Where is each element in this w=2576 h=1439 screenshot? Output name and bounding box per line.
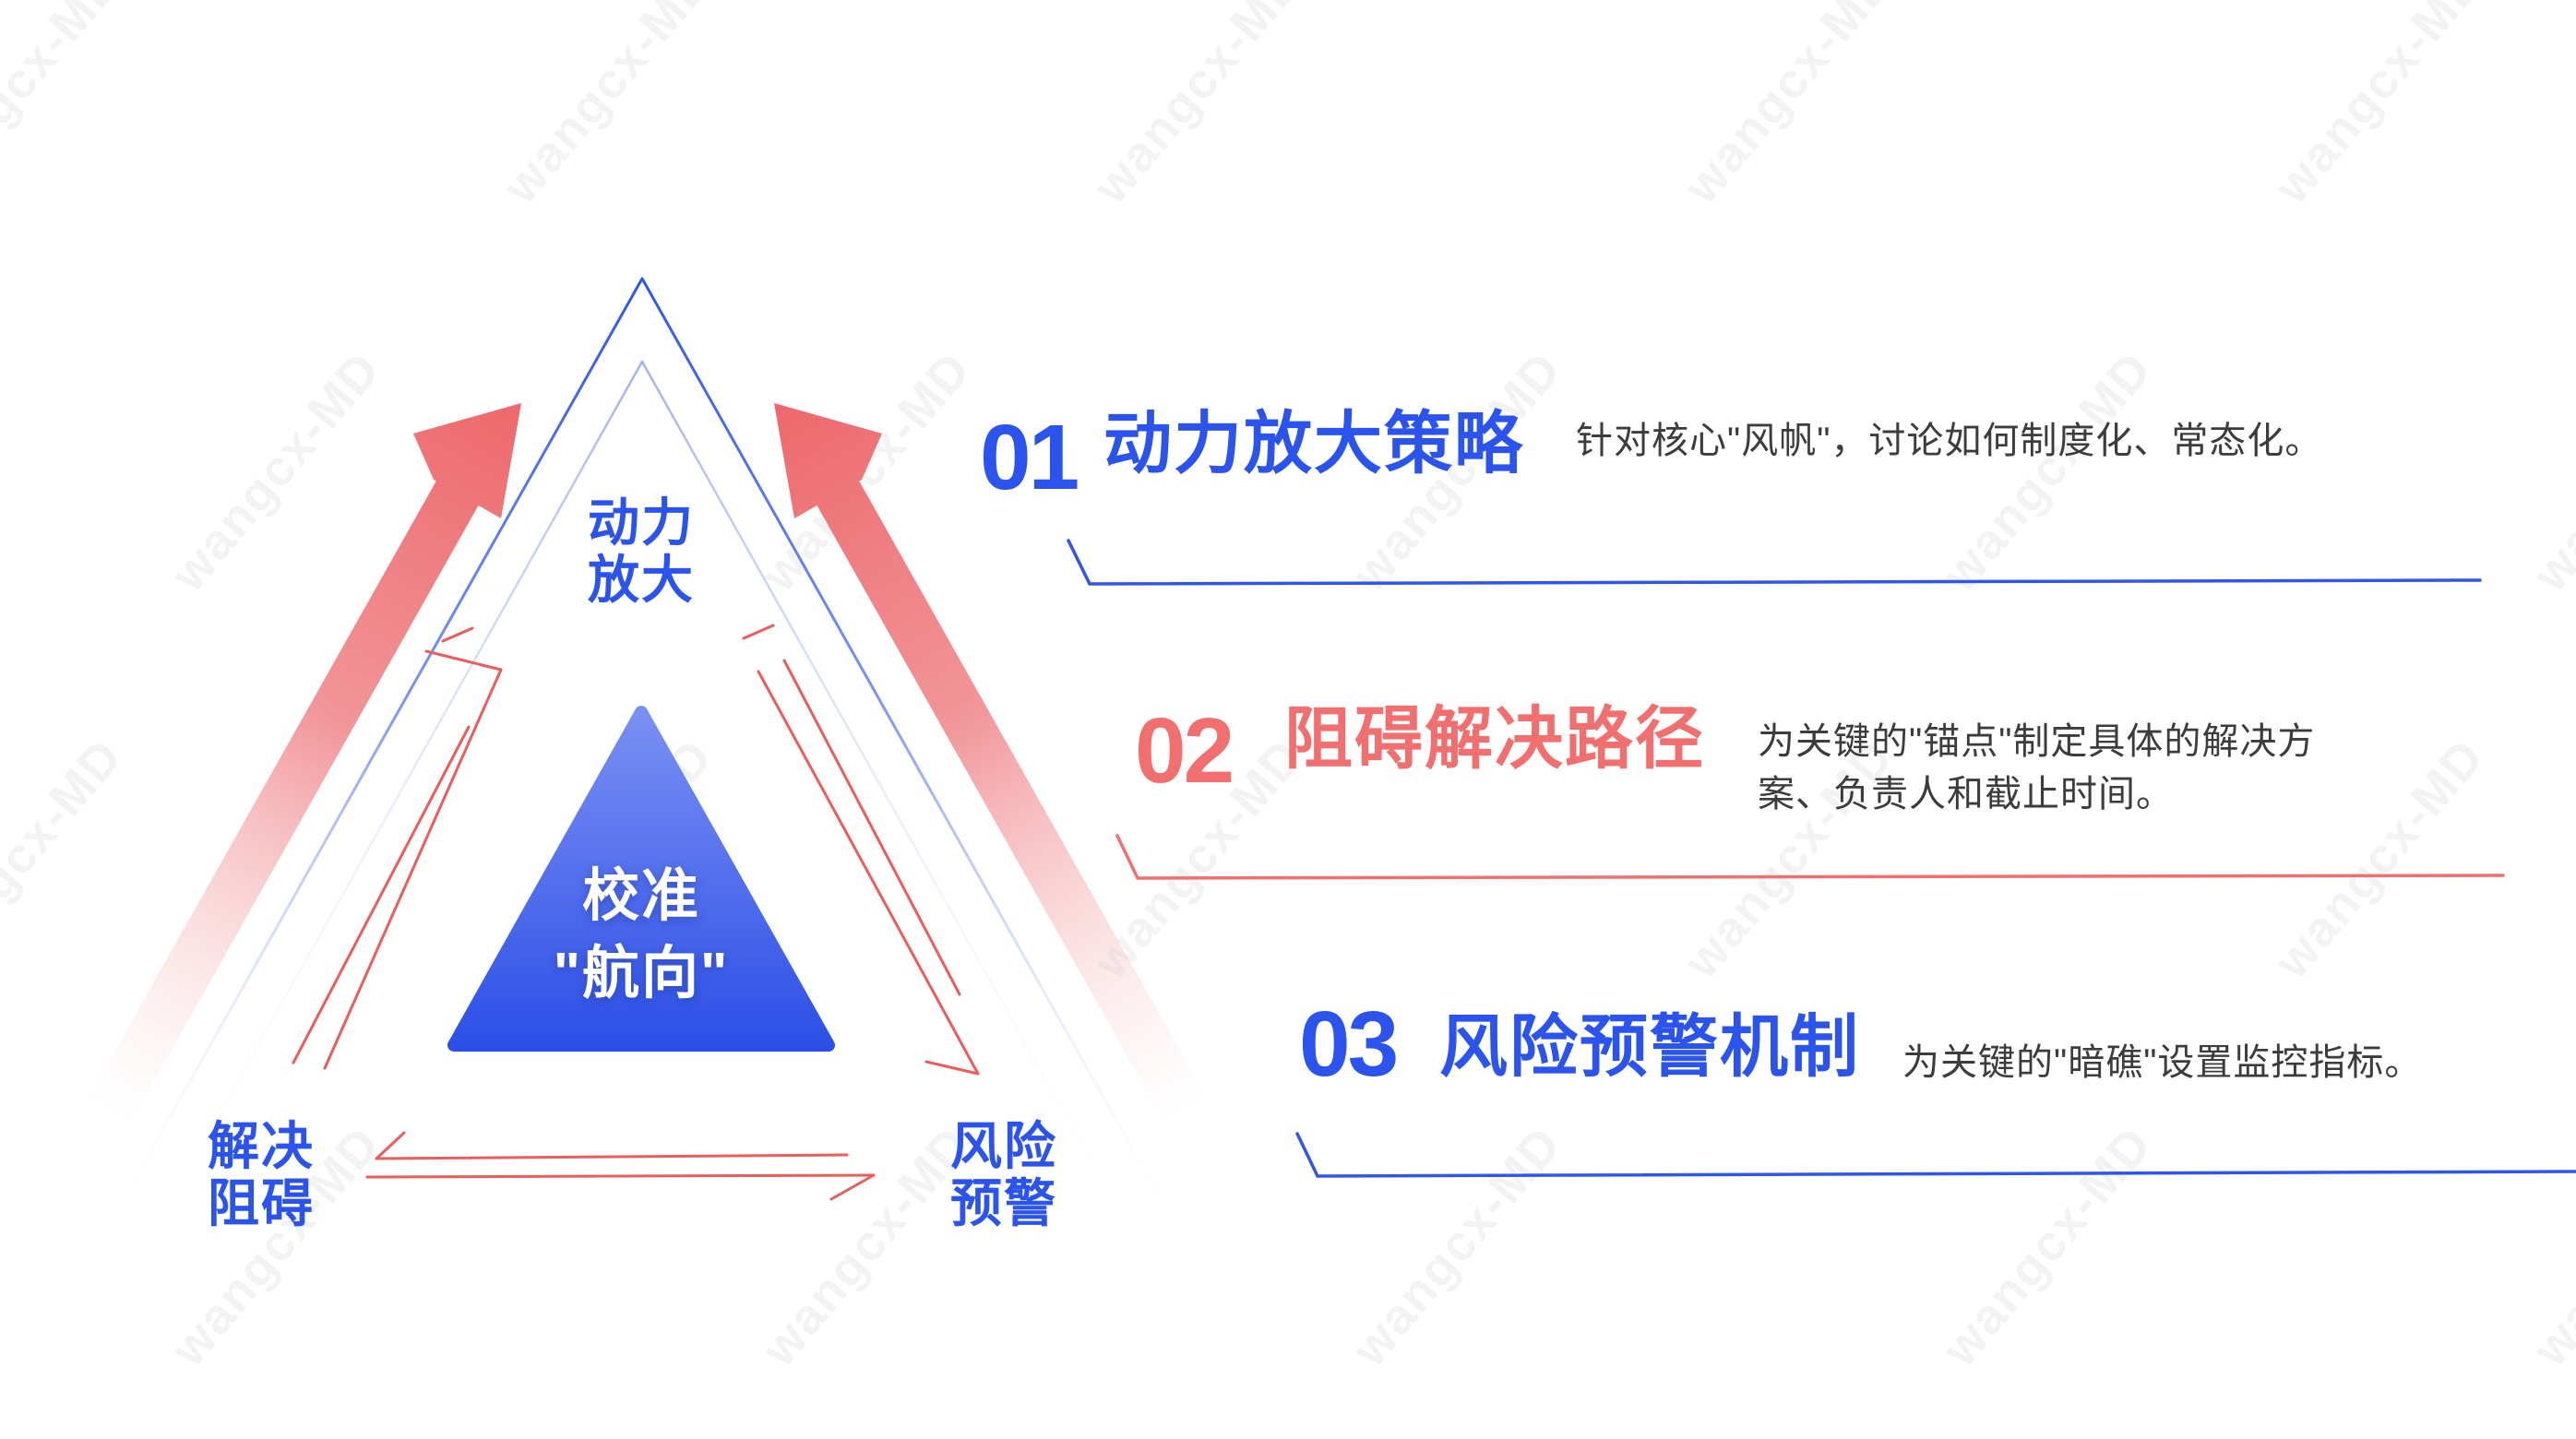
item-title: 风险预警机制 [1439,1008,1860,1085]
item-number: 03 [1299,993,1399,1096]
up-arrow-left-icon [88,403,521,1124]
item-title: 阻碍解决路径 [1284,700,1705,777]
inner-triangle-outline [153,360,1131,1230]
label-top-vertex: 动力 放大 [588,494,695,609]
center-triangle-label: 校准 "航向" [553,864,730,1005]
cycle-arrow-right-icon [742,624,980,1076]
cycle-arrow-left-icon [292,626,503,1070]
watermark-text: wangcx-MD [1931,1115,2164,1377]
watermark-text: wangcx-MD [2522,1115,2576,1377]
outer-triangle-outline [106,277,1178,1228]
item-number: 01 [980,406,1079,509]
up-arrow-right-icon [774,403,1208,1124]
watermark-text: wangcx-MD [1341,1115,1573,1377]
watermark-text: wangcx-MD [1673,0,1905,215]
underline-02 [1115,834,2505,880]
label-bottom-left-vertex: 解决 阻碍 [208,1117,315,1232]
item-title: 动力放大策略 [1103,405,1524,482]
watermark-text: wangcx-MD [2263,0,2496,215]
cycle-arrow-bottom-icon [365,1131,876,1201]
label-bottom-right-vertex: 风险 预警 [950,1117,1057,1232]
triangle-diagram [88,277,1208,1230]
item-description: 针对核心"风帆"，讨论如何制度化、常态化。 [1576,421,2323,461]
item-description: 为关键的"暗礁"设置监控指标。 [1902,1042,2423,1083]
underline-03 [1295,1132,2576,1178]
watermark-text: wangcx-MD [2522,340,2576,602]
item-description: 为关键的"锚点"制定具体的解决方 案、负责人和截止时间。 [1758,721,2316,815]
watermark-text: wangcx-MD [1931,340,2164,602]
item-number: 02 [1135,699,1234,803]
center-triangle [447,706,835,1052]
